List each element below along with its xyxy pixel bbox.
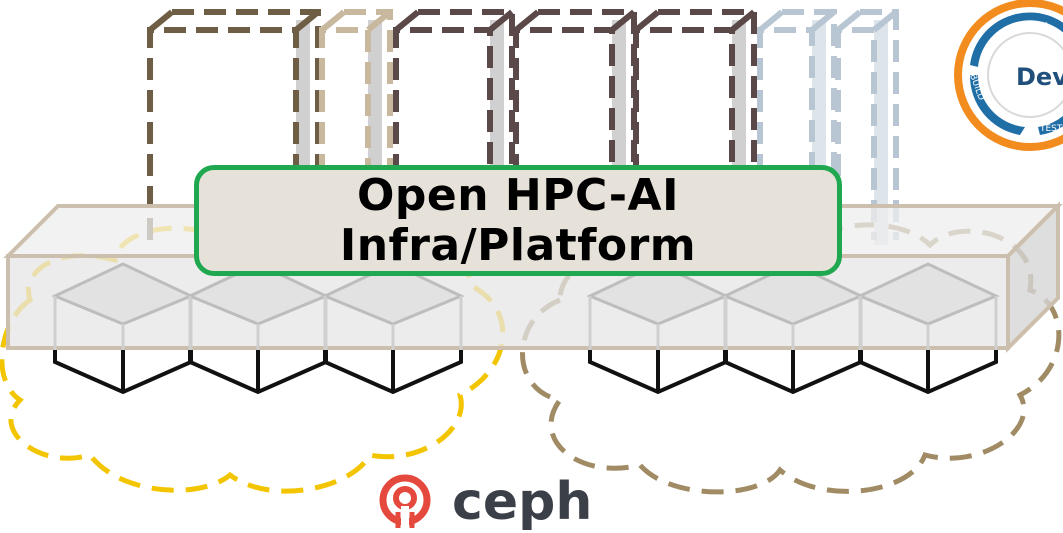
svg-text:CODE: CODE (1022, 22, 1048, 32)
svg-text:TEST: TEST (1039, 124, 1063, 134)
node-cube (856, 262, 1000, 395)
devops-cycle-icon: Dev CODE BUILD TEST (954, 0, 1063, 151)
ceph-logo-text: ceph (452, 472, 593, 532)
node-cube (321, 262, 465, 395)
ceph-octopus-icon (379, 474, 431, 528)
svg-text:Dev: Dev (1016, 63, 1063, 91)
container-stack-7 (835, 9, 899, 245)
node-cubes (51, 262, 1000, 395)
title-line-2: Infra/Platform (339, 219, 697, 271)
platform-title-box: Open HPC-AI Infra/Platform (194, 165, 842, 276)
title-line-1: Open HPC-AI (357, 169, 679, 221)
